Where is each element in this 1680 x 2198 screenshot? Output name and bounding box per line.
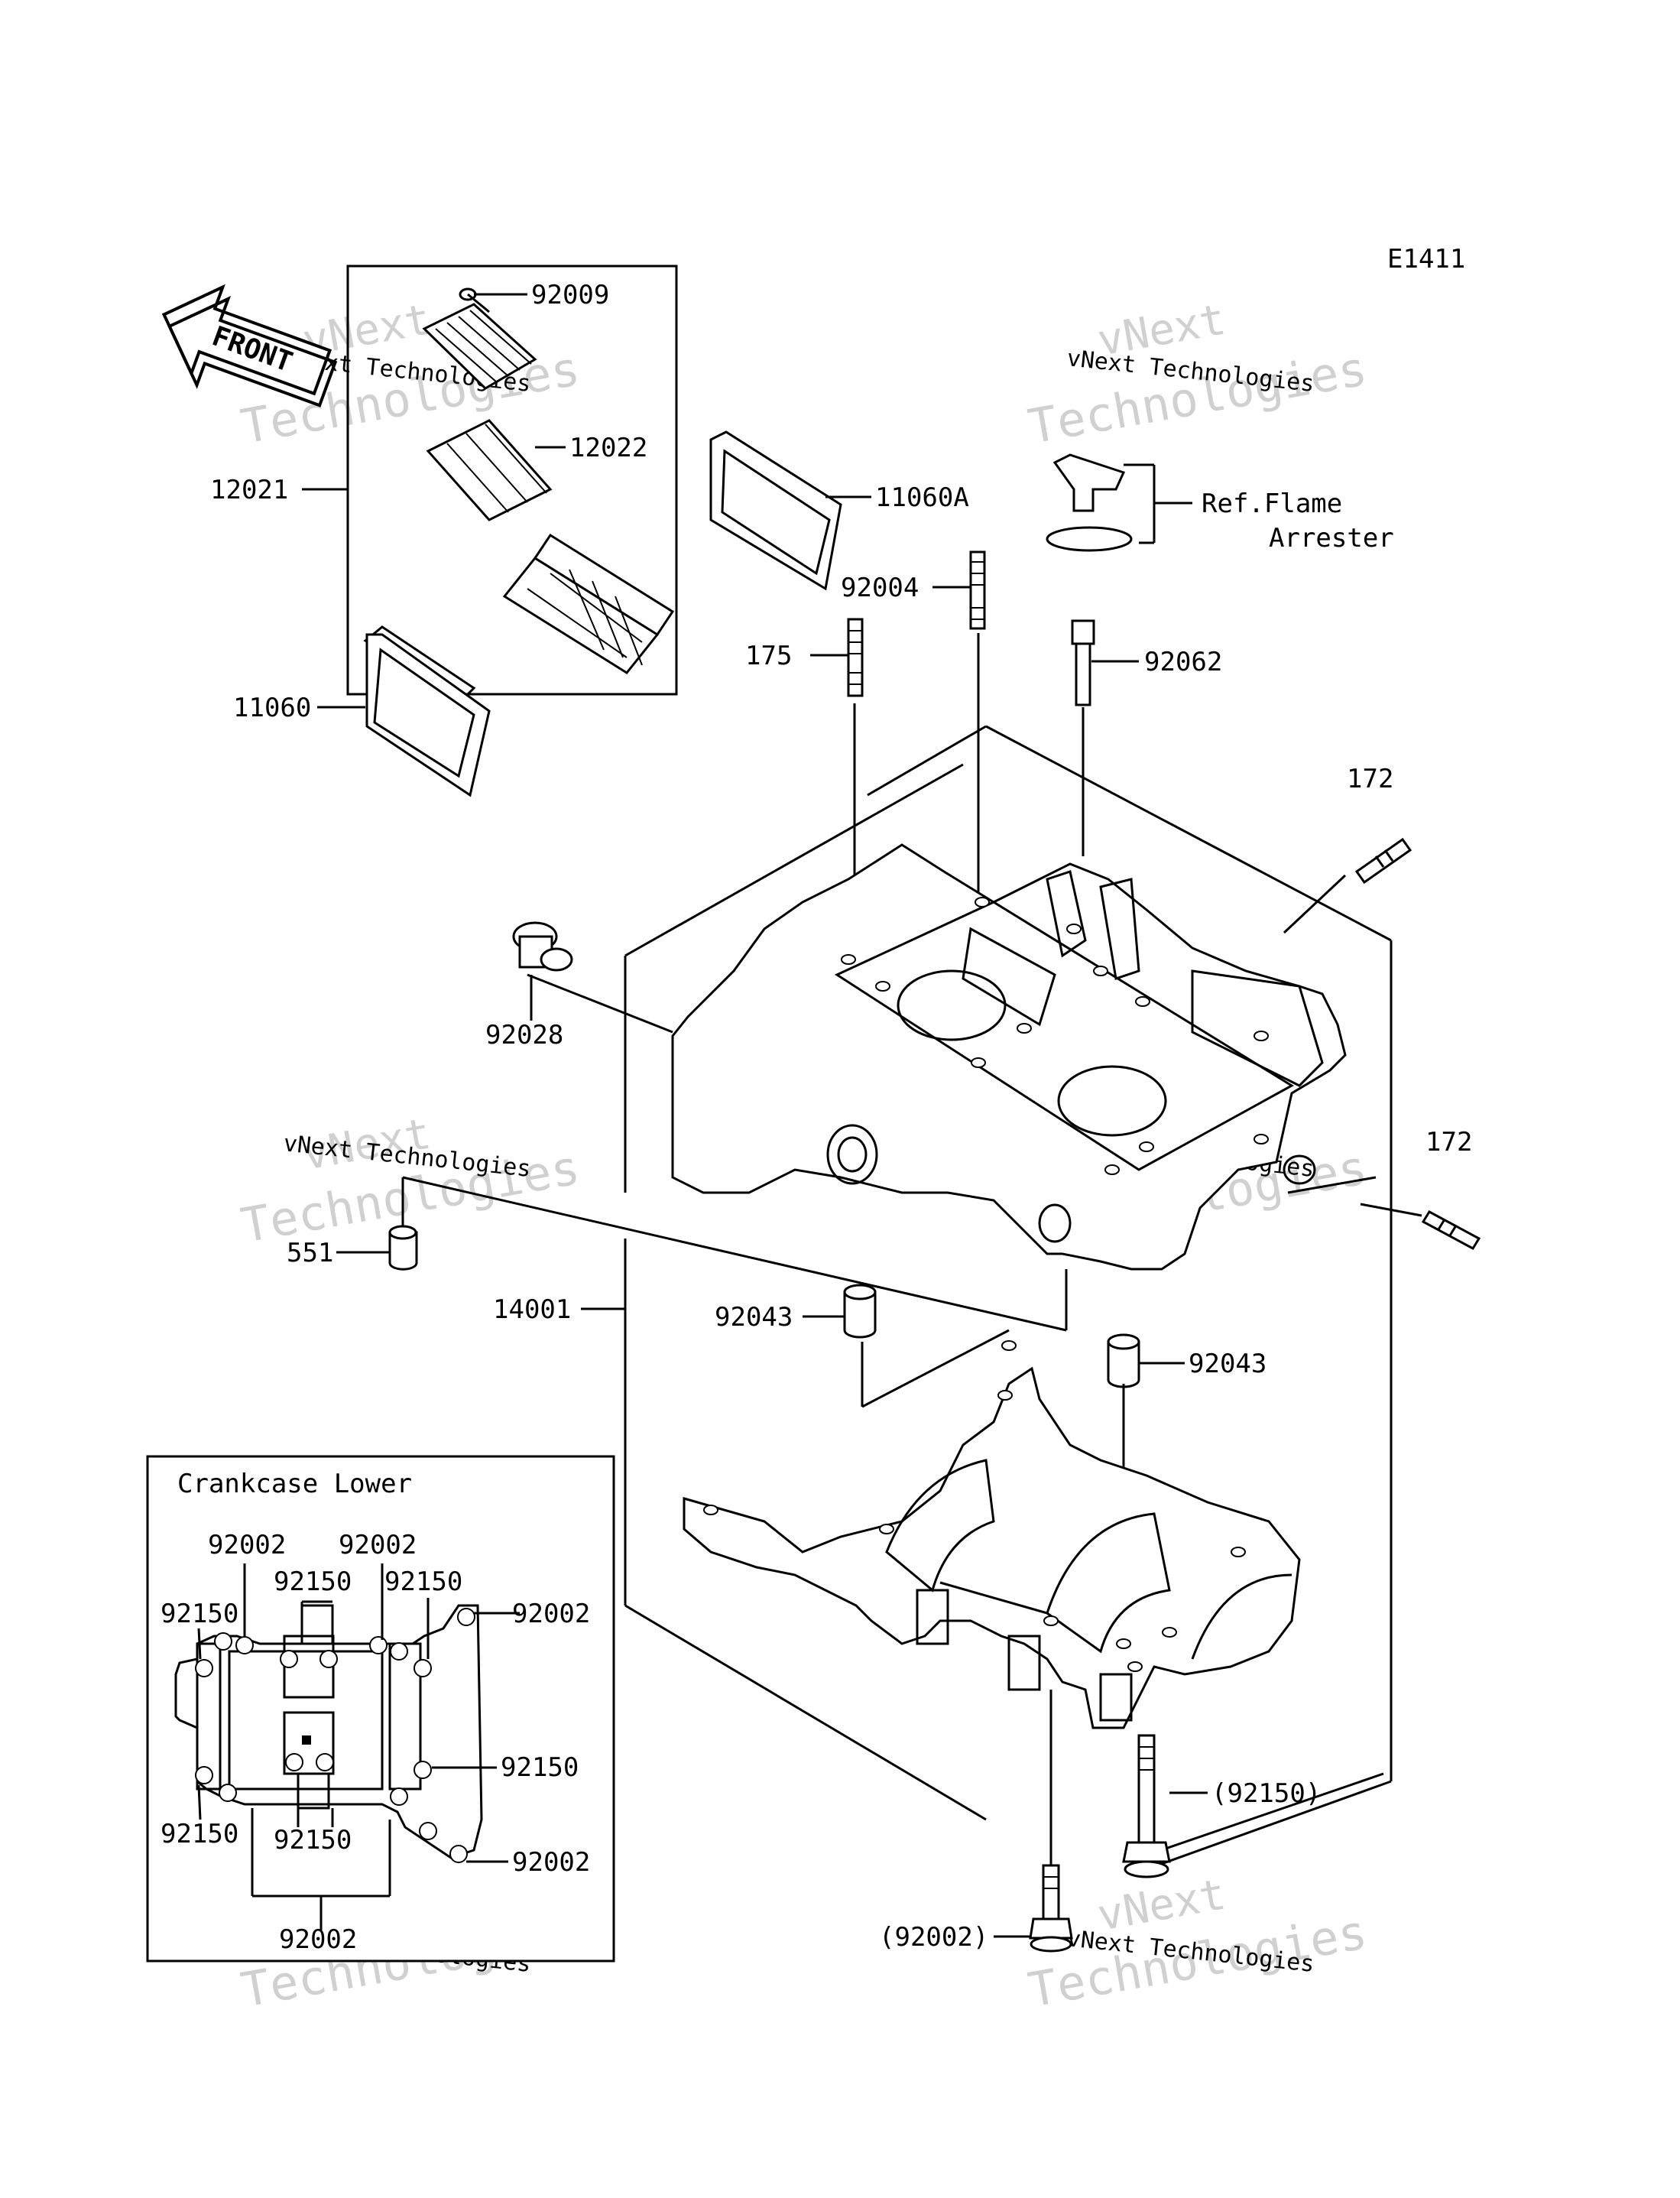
flame-arrester-ref (1046, 453, 1192, 552)
callout-172-top: 172 (1347, 764, 1393, 794)
stud-175 (810, 618, 864, 697)
inset-label-92150-e: 92150 (161, 1599, 238, 1629)
bolt-92002-lower (1029, 1864, 1073, 1953)
gasket-11060A (709, 430, 871, 591)
callout-92043-left: 92043 (715, 1302, 793, 1333)
callout-92150-paren: (92150) (1211, 1778, 1321, 1809)
callout-11060: 11060 (233, 693, 311, 723)
inset-crankcase-lower: Crankcase Lower (146, 1455, 615, 1963)
callout-92062: 92062 (1144, 647, 1222, 677)
inset-label-92150-g: 92150 (501, 1752, 579, 1783)
stud-172-right (1421, 1210, 1481, 1250)
stud-172-top (1354, 837, 1412, 885)
inset-leader-lines (197, 1563, 520, 1930)
inset-label-92002-j: 92002 (512, 1847, 590, 1878)
gasket-11060 (317, 625, 491, 797)
inset-label-92150-h: 92150 (161, 1819, 238, 1849)
stud-92004 (932, 550, 986, 630)
dowel-92043-left (803, 1284, 877, 1339)
inset-label-92002-b: 92002 (339, 1530, 417, 1560)
callout-92043-right: 92043 (1189, 1349, 1266, 1379)
callout-12022: 12022 (569, 433, 647, 463)
inset-label-92150-c: 92150 (274, 1567, 352, 1597)
callout-551: 551 (287, 1238, 333, 1268)
inset-title: Crankcase Lower (177, 1469, 412, 1499)
callout-92002-paren: (92002) (879, 1922, 988, 1953)
dowel-92043-right (1107, 1333, 1185, 1388)
callout-92009: 92009 (531, 280, 609, 310)
callout-11060A: 11060A (875, 482, 969, 513)
inset-label-92002-a: 92002 (208, 1530, 286, 1560)
bolt-92150-lower (1122, 1734, 1171, 1878)
callout-ref-flame-line1: Ref.Flame (1202, 489, 1342, 519)
callout-14001: 14001 (493, 1294, 571, 1325)
callout-ref-flame-line2: Arrester (1269, 523, 1394, 554)
inset-label-92150-d: 92150 (384, 1567, 462, 1597)
callout-12021: 12021 (210, 475, 288, 505)
inset-drawing (174, 1604, 483, 1863)
plug-92028 (512, 921, 573, 1021)
callout-92028: 92028 (485, 1020, 563, 1050)
reed-valve-group (302, 265, 678, 696)
dowel-551 (336, 1177, 418, 1271)
inset-label-92002-f: 92002 (512, 1599, 590, 1629)
bolt-92062 (1071, 619, 1139, 706)
inset-label-92150-i: 92150 (274, 1825, 352, 1855)
callout-92004: 92004 (841, 573, 919, 603)
diagram-code: E1411 (1387, 244, 1465, 274)
callout-labels: 92009 12022 12021 11060A 11060 Ref.Flame… (210, 280, 1472, 1953)
inset-label-92002-k: 92002 (279, 1924, 357, 1955)
callout-172-right: 172 (1425, 1127, 1472, 1157)
inset-labels: 92002 92002 92150 92150 92150 92002 9215… (161, 1530, 590, 1955)
crankcase-lower (683, 1340, 1301, 1729)
callout-175: 175 (745, 641, 792, 671)
crankcase-upper (671, 843, 1347, 1271)
